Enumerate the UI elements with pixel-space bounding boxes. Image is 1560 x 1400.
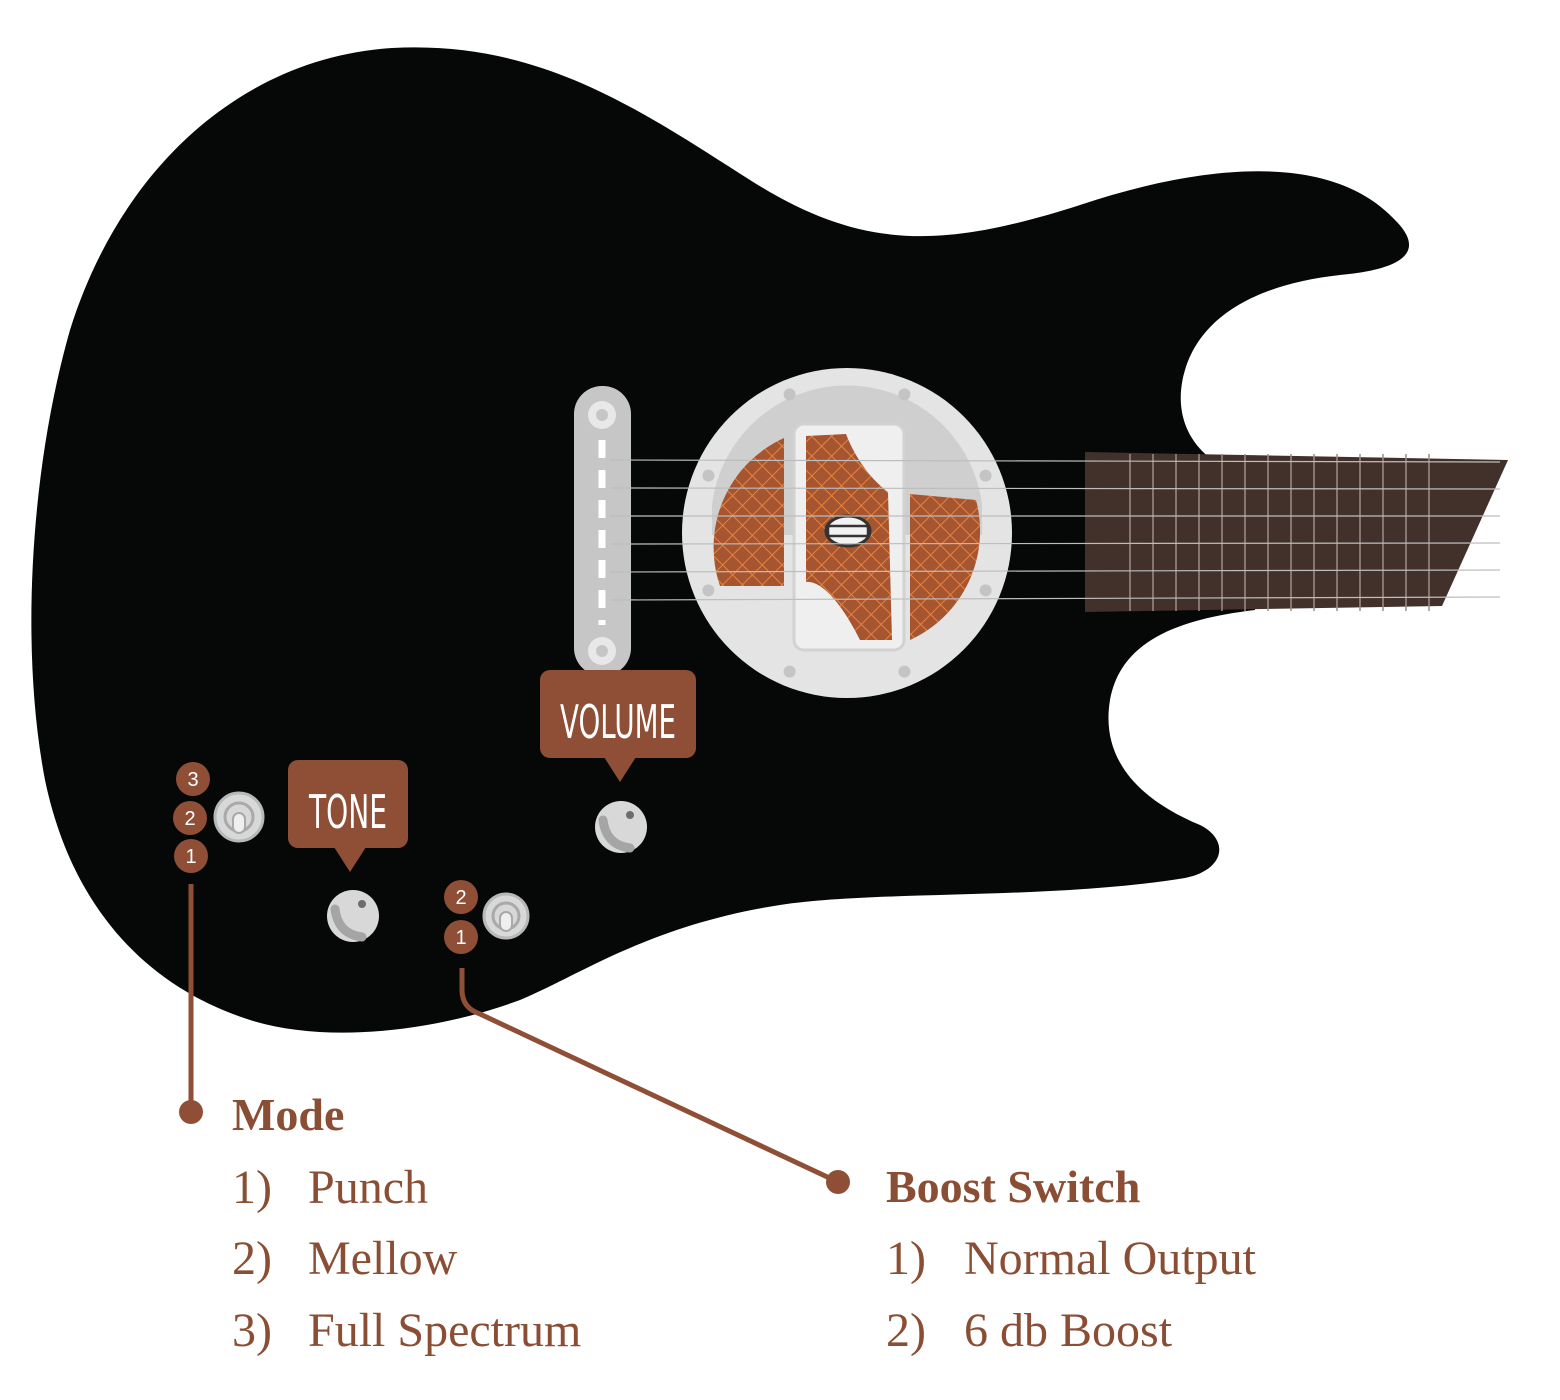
mode-item-2-number: 2): [232, 1232, 272, 1285]
volume-label-bubble: VOLUME: [540, 670, 696, 782]
mode-item-1-number: 1): [232, 1161, 272, 1214]
fretboard: [1085, 452, 1508, 612]
mode-legend-title: Mode: [232, 1089, 344, 1140]
boost-toggle-switch[interactable]: [482, 892, 530, 940]
mode-position-1: 1: [185, 846, 196, 868]
mode-position-badges: 3 2 1: [173, 762, 210, 873]
volume-knob[interactable]: [595, 801, 647, 853]
boost-item-1-label: Normal Output: [964, 1232, 1257, 1285]
mode-legend: Mode 1) Punch 2) Mellow 3) Full Spectrum: [232, 1089, 581, 1357]
guitar-string: [609, 487, 1501, 490]
boost-leader-line: [459, 968, 850, 1194]
strings: [609, 459, 1501, 601]
volume-label: VOLUME: [560, 695, 676, 749]
bridge: [574, 386, 631, 676]
boost-position-badges: 2 1: [444, 880, 478, 954]
guitar-string: [609, 542, 1501, 545]
guitar-string: [609, 569, 1501, 573]
mode-item-1-label: Punch: [308, 1161, 428, 1214]
screw-icon: [898, 665, 911, 678]
screw-icon: [702, 584, 715, 597]
screw-icon: [783, 665, 796, 678]
screw-icon: [898, 388, 911, 401]
guitar-string: [609, 596, 1501, 601]
tone-knob[interactable]: [327, 890, 379, 942]
boost-item-1-number: 1): [886, 1232, 926, 1285]
boost-item-2-label: 6 db Boost: [964, 1304, 1173, 1357]
boost-position-2: 2: [455, 887, 466, 909]
tone-label: TONE: [308, 785, 387, 839]
pickup-plate: [682, 368, 1012, 698]
screw-icon: [783, 388, 796, 401]
mode-position-3: 3: [187, 769, 198, 791]
screw-icon: [979, 469, 992, 482]
boost-legend: Boost Switch 1) Normal Output 2) 6 db Bo…: [886, 1161, 1257, 1357]
boost-legend-title: Boost Switch: [886, 1161, 1140, 1212]
mode-item-2-label: Mellow: [308, 1232, 458, 1285]
boost-item-2-number: 2): [886, 1304, 926, 1357]
screw-icon: [979, 584, 992, 597]
screw-icon: [702, 469, 715, 482]
logo-icon: [824, 514, 872, 548]
boost-position-1: 1: [455, 927, 466, 949]
mode-item-3-number: 3): [232, 1304, 272, 1357]
mode-item-3-label: Full Spectrum: [308, 1304, 581, 1357]
tone-label-bubble: TONE: [288, 760, 408, 872]
guitar-string: [609, 459, 1501, 463]
mode-position-2: 2: [184, 808, 195, 830]
mode-leader-line: [179, 884, 203, 1124]
mode-toggle-switch[interactable]: [213, 791, 265, 843]
